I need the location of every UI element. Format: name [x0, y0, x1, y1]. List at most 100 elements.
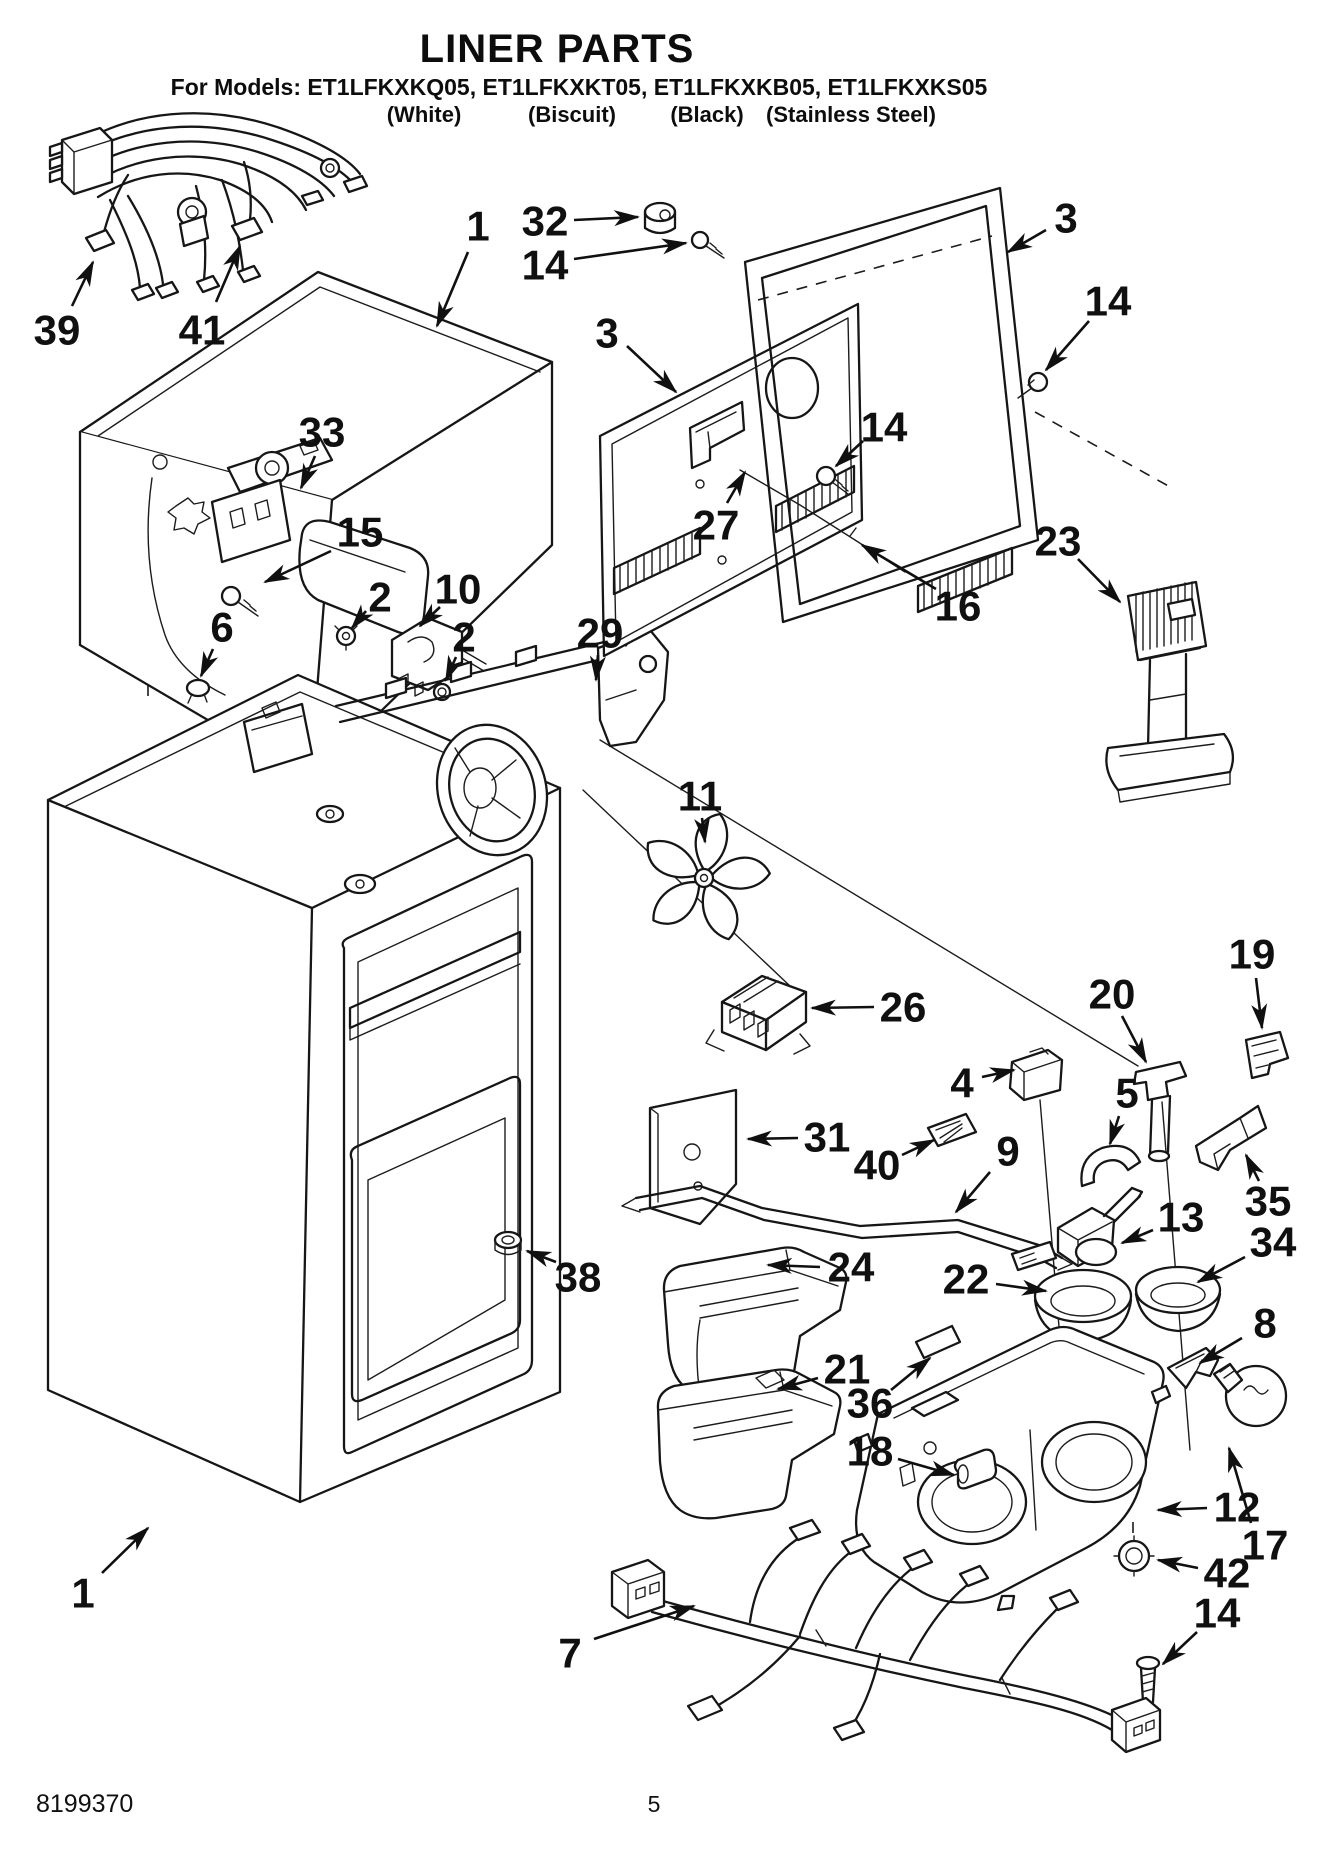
callout-number-16: 16: [935, 583, 982, 630]
callout-number-29: 29: [577, 610, 624, 657]
callout-number-42: 42: [1204, 1550, 1251, 1597]
finish-label: (White): [387, 102, 462, 127]
callout-arrow-20: [1120, 1015, 1148, 1064]
callout-number-17: 17: [1242, 1522, 1289, 1569]
backwall-parts-drawing: [185, 436, 487, 704]
page-number: 5: [648, 1791, 661, 1817]
callout-arrow-15: [263, 549, 332, 584]
callout-number-8: 8: [1253, 1300, 1276, 1347]
callout-arrow-27: [725, 470, 747, 504]
callout-number-13: 13: [1158, 1194, 1205, 1241]
callout-number-5: 5: [1115, 1070, 1138, 1117]
refrigerator-liner-drawing: [46, 673, 562, 1504]
callout-arrow-17: [1227, 1446, 1253, 1524]
callout-arrow-22: [995, 1279, 1048, 1296]
callout-arrow-14: [1161, 1631, 1198, 1666]
callout-number-1: 1: [466, 203, 489, 250]
callout-number-33: 33: [299, 409, 346, 456]
callout-number-3: 3: [1054, 195, 1077, 242]
callout-arrow-5: [1108, 1115, 1125, 1146]
callout-arrow-21: [776, 1374, 819, 1391]
callout-arrow-38: [525, 1249, 557, 1267]
shield-plate-drawing: [648, 1088, 738, 1226]
callout-arrow-2: [350, 604, 374, 630]
callout-number-20: 20: [1089, 971, 1136, 1018]
callout-number-38: 38: [555, 1254, 602, 1301]
callout-number-9: 9: [996, 1128, 1019, 1175]
callout-arrow-8: [1198, 1336, 1243, 1365]
callout-number-14: 14: [1194, 1590, 1241, 1637]
foam-block-21-drawing: [656, 1368, 842, 1520]
foam-block-24-drawing: [662, 1246, 848, 1398]
callout-number-31: 31: [804, 1114, 851, 1161]
callout-arrow-42: [1156, 1556, 1199, 1573]
callout-number-18: 18: [847, 1428, 894, 1475]
fan-blade-drawing: [646, 812, 771, 941]
callout-number-22: 22: [943, 1256, 990, 1303]
callout-arrow-32: [573, 210, 640, 227]
callout-arrow-34: [1196, 1255, 1246, 1284]
callout-arrow-1: [101, 1526, 150, 1574]
damper-vent-drawing: [705, 974, 811, 1055]
callout-arrow-19: [1251, 977, 1268, 1030]
callout-number-26: 26: [880, 984, 927, 1031]
callout-arrow-9: [954, 1171, 991, 1214]
callout-arrow-14: [834, 440, 864, 468]
trim-frame-drawing: [643, 186, 1049, 624]
footer-block: 8199370 5: [36, 1790, 660, 1818]
callout-arrow-33: [299, 455, 318, 490]
callout-number-11: 11: [678, 773, 722, 820]
callout-arrow-36: [890, 1356, 932, 1392]
callout-arrow-10: [418, 603, 443, 628]
callout-number-2: 2: [368, 574, 391, 621]
callout-arrow-35: [1244, 1153, 1264, 1182]
callout-arrow-13: [1120, 1226, 1154, 1245]
callout-arrow-23: [1077, 558, 1122, 604]
callout-arrow-29: [589, 654, 606, 682]
callout-number-4: 4: [950, 1060, 974, 1107]
page-title: LINER PARTS: [420, 27, 695, 71]
callout-number-2: 2: [452, 614, 475, 661]
callout-arrow-16: [860, 543, 937, 591]
lamp-parts-drawing: [1008, 1030, 1290, 1428]
callout-number-40: 40: [854, 1142, 901, 1189]
callout-number-1: 1: [71, 1570, 94, 1617]
finish-label: (Biscuit): [528, 102, 616, 127]
callout-arrow-18: [897, 1457, 956, 1477]
callout-number-14: 14: [1085, 278, 1132, 325]
callout-arrow-11: [694, 817, 710, 844]
finish-label: (Black): [670, 102, 743, 127]
callout-number-27: 27: [693, 502, 740, 549]
control-housing-drawing: [1105, 580, 1235, 803]
callout-arrow-39: [70, 260, 95, 307]
callout-number-24: 24: [828, 1244, 875, 1291]
callout-number-6: 6: [210, 604, 233, 651]
wiring-harness-top-drawing: [48, 112, 369, 302]
callout-number-32: 32: [522, 198, 569, 245]
callout-number-14: 14: [861, 404, 908, 451]
callout-arrow-40: [901, 1138, 936, 1158]
callout-number-14: 14: [522, 242, 569, 289]
finish-label: (Stainless Steel): [766, 102, 936, 127]
callout-number-21: 21: [824, 1346, 871, 1393]
callout-arrow-3: [626, 345, 678, 394]
callout-arrow-4: [981, 1067, 1016, 1083]
callout-arrow-1: [435, 251, 470, 328]
callout-arrow-31: [746, 1130, 799, 1147]
callout-number-36: 36: [847, 1380, 894, 1427]
callout-number-7: 7: [558, 1630, 581, 1677]
callout-number-15: 15: [337, 509, 384, 556]
callout-number-10: 10: [435, 566, 482, 613]
callout-arrow-26: [810, 999, 875, 1016]
wiring-harness-bottom-drawing: [610, 1518, 1162, 1754]
callout-arrow-2: [444, 654, 463, 682]
evaporator-panel-drawing: [598, 302, 906, 658]
callout-number-39: 39: [34, 307, 81, 354]
callout-number-35: 35: [1245, 1178, 1292, 1225]
callout-arrow-6: [199, 648, 219, 678]
callout-number-12: 12: [1214, 1484, 1261, 1531]
lamp-housing-drawing: [852, 1324, 1172, 1711]
models-line: For Models: ET1LFKXKQ05, ET1LFKXKT05, ET…: [171, 74, 988, 100]
